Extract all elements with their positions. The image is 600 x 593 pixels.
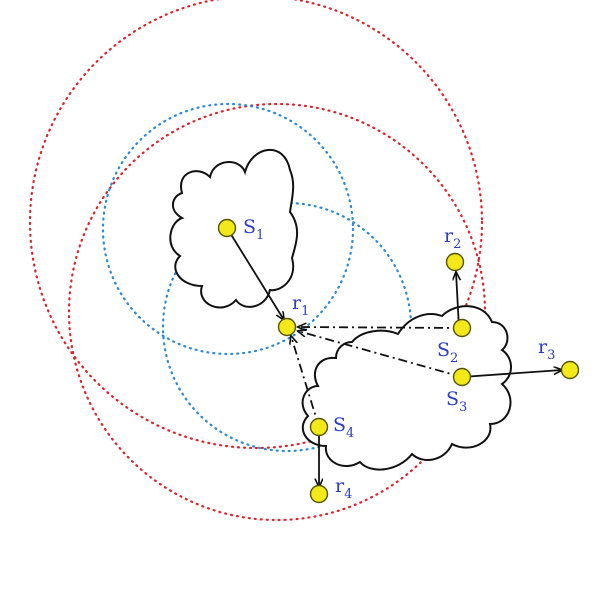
edge-s2-to-r2 <box>456 272 459 329</box>
blue-range-circle-s1 <box>101 102 355 356</box>
label-s2: S2 <box>437 339 458 366</box>
edge-s3-to-r1 <box>298 331 463 378</box>
node-s4 <box>309 417 329 437</box>
node-s3 <box>452 367 472 387</box>
label-s4: S4 <box>333 414 354 441</box>
label-r2: r2 <box>444 225 461 252</box>
cloud-s2-s3-s4 <box>301 305 512 471</box>
edge-s2-to-r1 <box>298 327 463 328</box>
label-r1: r1 <box>292 292 309 319</box>
red-range-circle-large <box>28 0 484 450</box>
node-r2 <box>445 252 465 272</box>
label-r3: r3 <box>538 336 555 363</box>
edge-s3-to-r3 <box>461 370 562 378</box>
node-r3 <box>560 360 580 380</box>
edge-s1-to-r1 <box>226 227 284 320</box>
label-s1: S1 <box>243 216 264 243</box>
node-s1 <box>217 218 237 238</box>
node-r1 <box>277 317 297 337</box>
label-s3: S3 <box>446 388 467 415</box>
node-s2 <box>452 318 472 338</box>
edge-s4-to-r1 <box>291 336 320 428</box>
node-r4 <box>309 484 329 504</box>
label-r4: r4 <box>335 475 352 502</box>
